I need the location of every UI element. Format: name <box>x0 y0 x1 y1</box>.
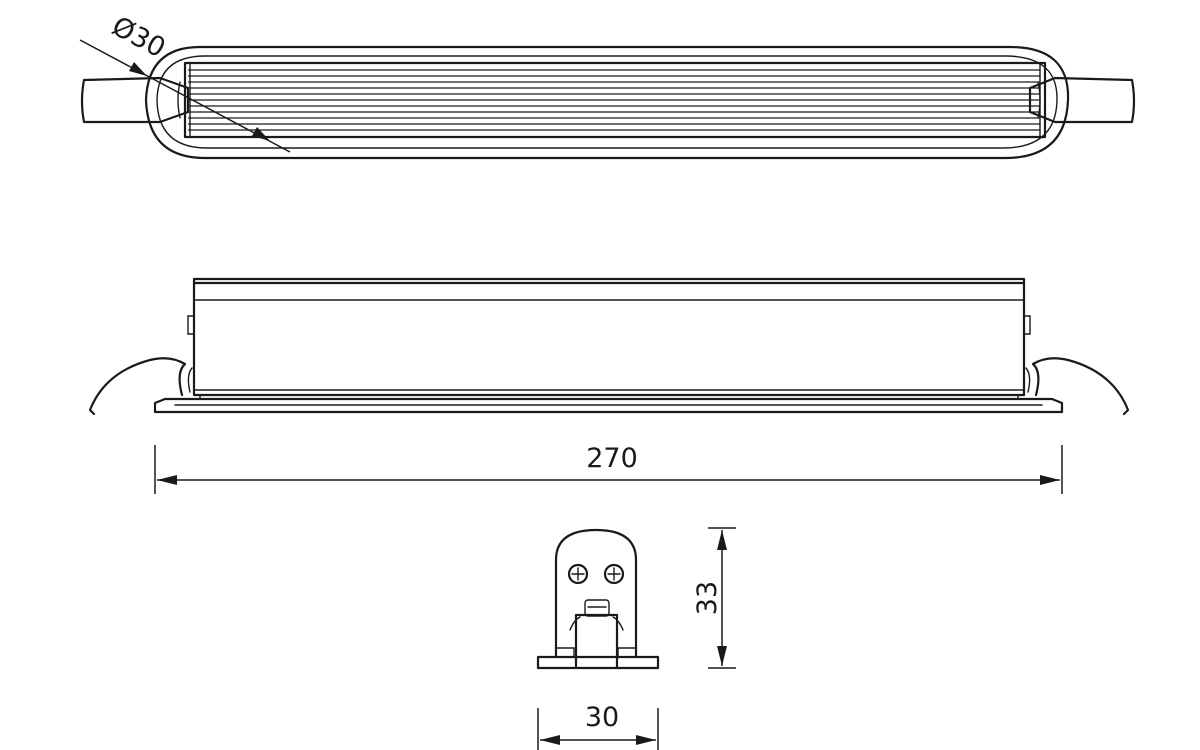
right-spring-clip <box>1031 357 1130 416</box>
side-base-flange <box>153 397 1064 414</box>
diameter-label: Ø30 <box>107 11 171 64</box>
top-view: Ø30 <box>79 11 1136 160</box>
right-end-holder <box>1028 76 1136 124</box>
length-dimension: 270 <box>154 443 1063 494</box>
side-view <box>88 277 1130 416</box>
height-label: 33 <box>692 581 723 615</box>
left-spring-clip <box>88 357 187 416</box>
diameter-arrow-end <box>252 127 270 141</box>
height-dimension: 33 <box>692 527 736 669</box>
screw-left-icon <box>567 563 589 585</box>
diameter-arrow-start <box>129 62 147 76</box>
length-label: 270 <box>586 443 638 474</box>
screw-right-icon <box>603 563 625 585</box>
top-view-inner-outline <box>156 55 1058 149</box>
tube-body <box>183 61 1047 139</box>
end-cap-outline <box>554 528 638 659</box>
width-label: 30 <box>585 702 619 733</box>
left-end-holder <box>80 76 190 124</box>
width-dimension: 30 <box>537 702 659 750</box>
end-base-plate <box>536 655 660 670</box>
side-body <box>192 277 1026 397</box>
end-clip <box>574 613 619 670</box>
top-view-outline <box>144 45 1070 160</box>
tube-fins <box>188 69 1040 131</box>
end-view <box>536 528 660 670</box>
